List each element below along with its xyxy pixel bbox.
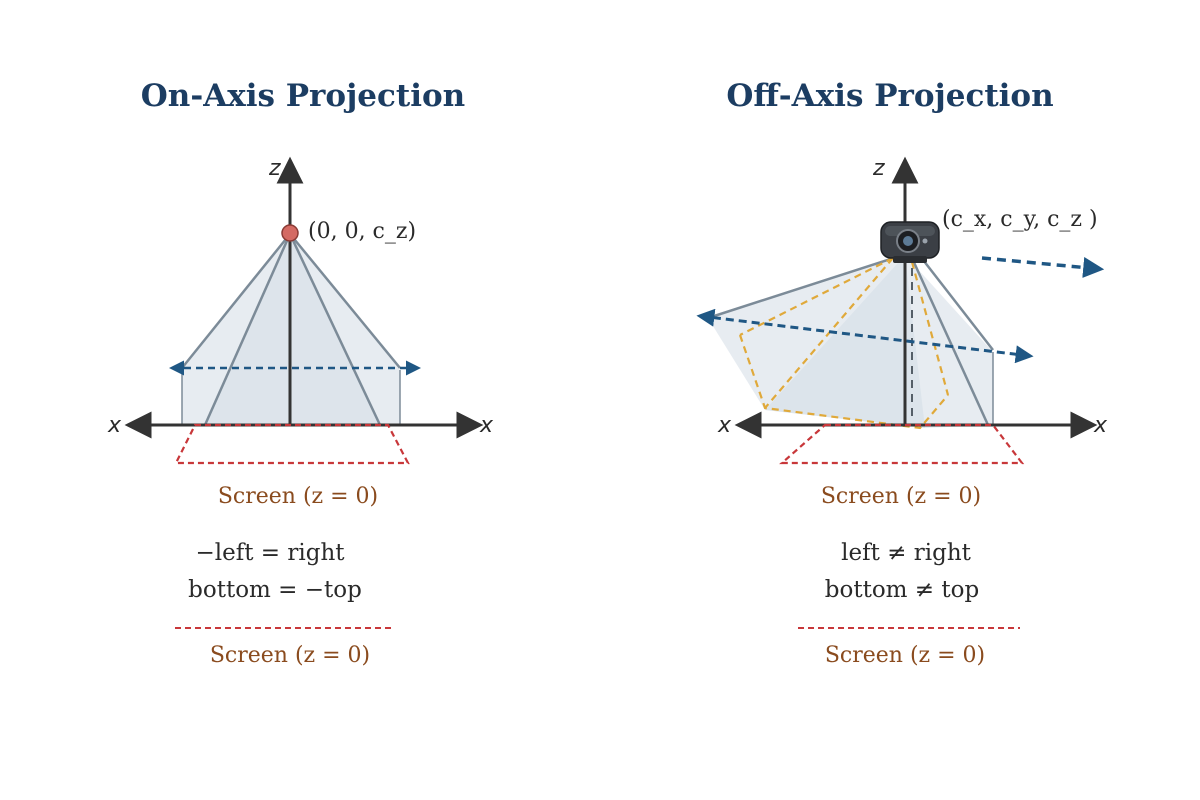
off-axis-equation-2: bottom ≠ top [825, 577, 979, 603]
off-axis-equation-1: left ≠ right [841, 540, 972, 566]
eye-point-icon [281, 224, 299, 242]
on-axis-panel: On-Axis Projection z x x (0, 0, c_z) Sc [107, 78, 494, 668]
on-axis-z-label: z [268, 156, 281, 181]
off-axis-x-left-label: x [717, 413, 732, 438]
off-axis-x-right-label: x [1093, 413, 1108, 438]
on-axis-legend-label: Screen (z = 0) [210, 643, 370, 668]
off-axis-eye-label: (c_x, c_y, c_z ) [942, 207, 1098, 232]
on-axis-screen-outline [174, 423, 410, 465]
off-axis-screen-outline [779, 423, 1025, 465]
off-axis-offset-arrow[interactable] [981, 256, 1105, 278]
on-axis-equation-2: bottom = −top [188, 577, 362, 603]
on-axis-x-left-label: x [107, 413, 122, 438]
on-axis-screen-label: Screen (z = 0) [218, 484, 378, 509]
on-axis-frustum-front [205, 234, 380, 425]
on-axis-title: On-Axis Projection [141, 78, 465, 114]
off-axis-z-label: z [872, 156, 885, 181]
off-axis-screen-label: Screen (z = 0) [821, 484, 981, 509]
off-axis-legend-label: Screen (z = 0) [825, 643, 985, 668]
off-axis-title: Off-Axis Projection [726, 78, 1053, 114]
off-axis-panel: Off-Axis Projection z x x [696, 78, 1108, 668]
on-axis-x-right-label: x [479, 413, 494, 438]
on-axis-equation-1: −left = right [195, 540, 345, 566]
on-axis-eye-label: (0, 0, c_z) [308, 219, 416, 244]
off-axis-width-arrow[interactable] [696, 308, 1034, 364]
webcam-icon [880, 221, 940, 263]
on-axis-frustum-edges [181, 233, 401, 426]
